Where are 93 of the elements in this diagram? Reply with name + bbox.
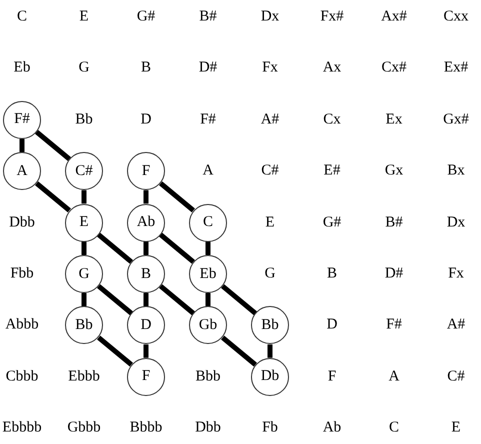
connector-line <box>144 242 148 255</box>
connector-line <box>97 284 133 316</box>
note-name: Dbb <box>9 215 35 230</box>
note-name: Fx# <box>320 10 344 24</box>
note-name: D# <box>198 60 218 76</box>
circled-note: Gb <box>189 306 227 344</box>
note-name: B# <box>385 215 403 230</box>
circled-note: F# <box>3 100 41 139</box>
connector-line <box>82 242 86 255</box>
note-name: C# <box>447 369 465 384</box>
connector-line <box>35 130 71 161</box>
note-name: E <box>451 420 461 436</box>
note-name: Abbb <box>5 318 39 333</box>
circled-note: F <box>127 152 165 190</box>
note-name: C# <box>261 164 279 179</box>
note-name: B <box>327 266 337 282</box>
note-name: F <box>328 369 336 384</box>
note-name: Bbb <box>196 369 220 384</box>
note-name: G <box>78 60 90 76</box>
connector-line <box>206 293 210 306</box>
note-name: Ebbbb <box>2 420 42 436</box>
note-name: D <box>140 112 152 128</box>
circled-note: A <box>3 152 41 190</box>
connector-line <box>159 232 195 264</box>
circled-note: Db <box>251 358 289 396</box>
note-name: Gx <box>384 164 404 179</box>
note-name: A# <box>446 318 466 333</box>
note-name: A <box>388 369 400 384</box>
note-name: B# <box>199 10 217 24</box>
note-name: Dx <box>446 215 466 230</box>
note-name: Ab <box>322 420 342 436</box>
note-name: Bb <box>75 112 93 128</box>
note-name: Fb <box>262 420 278 436</box>
note-name: E <box>79 10 89 24</box>
note-name: G# <box>136 10 156 24</box>
circled-note: C# <box>65 152 103 190</box>
connector-line <box>159 284 195 316</box>
note-name: E <box>265 215 275 230</box>
note-name: A <box>202 164 214 179</box>
circled-note: Bb <box>251 306 289 344</box>
note-name: Cbbb <box>6 369 38 384</box>
note-name: Gx# <box>443 112 469 128</box>
circled-note: C <box>189 204 227 242</box>
note-name: C <box>17 10 27 24</box>
note-name: Ebbb <box>68 369 100 384</box>
connector-line <box>221 336 257 367</box>
connector-line <box>144 344 148 358</box>
note-name: F# <box>200 112 216 128</box>
note-name: Ax# <box>381 10 407 24</box>
connector-line <box>35 181 71 212</box>
note-name: Ex# <box>444 60 468 76</box>
connector-line <box>82 293 86 306</box>
note-name: A# <box>260 112 280 128</box>
circled-note: F <box>127 358 165 396</box>
connector-line <box>144 190 148 204</box>
note-name: Dx <box>260 10 280 24</box>
circled-note: D <box>127 306 165 344</box>
connector-line <box>221 284 257 316</box>
note-name: Fx <box>262 60 278 76</box>
circled-note: Bb <box>65 306 103 344</box>
connector-line <box>82 190 86 204</box>
note-name: Cx <box>323 112 341 128</box>
circled-note: Ab <box>127 204 165 242</box>
connector-line <box>97 336 133 367</box>
note-name: Bbbb <box>130 420 162 436</box>
connector-line <box>268 344 272 358</box>
connector-line <box>206 242 210 255</box>
note-name: C <box>389 420 399 436</box>
connector-line <box>97 232 133 264</box>
circled-note: E <box>65 204 103 242</box>
note-name: Eb <box>14 60 30 76</box>
note-name: Bx <box>447 164 465 179</box>
note-name: G <box>264 266 276 282</box>
circled-note: G <box>65 255 103 293</box>
note-name: E# <box>324 164 340 179</box>
note-name: Cxx <box>444 10 468 24</box>
note-name: Fx <box>448 266 464 282</box>
circled-note: Eb <box>189 255 227 293</box>
note-name: Dbb <box>195 420 221 436</box>
note-name: D# <box>384 266 404 282</box>
circled-note: B <box>127 255 165 293</box>
note-name: Fbb <box>10 266 34 282</box>
note-name: D <box>326 318 338 333</box>
note-name: Cx# <box>382 60 406 76</box>
connector-line <box>20 138 24 152</box>
note-name: G# <box>322 215 342 230</box>
note-name: Ax <box>322 60 342 76</box>
connector-line <box>144 293 148 306</box>
connector-line <box>159 181 195 212</box>
note-name: Ex <box>386 112 402 128</box>
note-name: Gbbb <box>67 420 101 436</box>
note-name: B <box>141 60 151 76</box>
note-name: F# <box>386 318 402 333</box>
